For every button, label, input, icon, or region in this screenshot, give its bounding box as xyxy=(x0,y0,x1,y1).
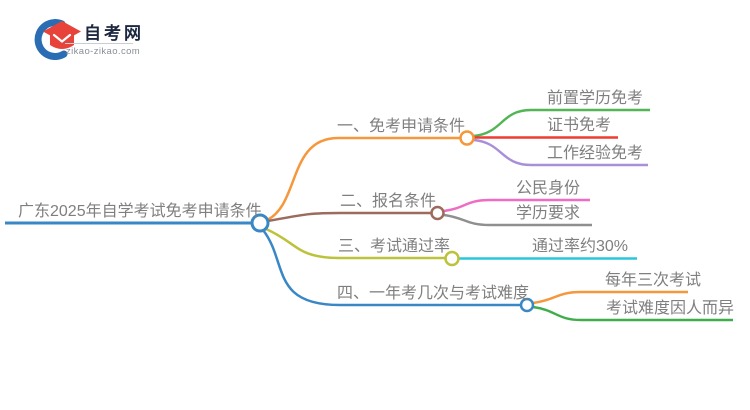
branch1-child2-label[interactable]: 证书免考 xyxy=(547,117,612,134)
branch4-line xyxy=(262,229,520,307)
graduation-cap-logo-icon xyxy=(34,19,81,60)
branch2-child2-label[interactable]: 学历要求 xyxy=(516,205,581,222)
branch4-child1-label[interactable]: 每年三次考试 xyxy=(605,272,702,289)
branch4-child2-line xyxy=(532,305,733,322)
branch1-child3-line xyxy=(473,138,648,167)
branch3-node-circle[interactable] xyxy=(444,250,460,267)
branch2-child1-label[interactable]: 公民身份 xyxy=(516,180,581,197)
branch4-child2-label[interactable]: 考试难度因人而异 xyxy=(606,300,735,317)
branch4-node-circle[interactable] xyxy=(519,297,535,313)
branch4-child1-line xyxy=(532,290,688,305)
site-logo[interactable]: 自考网 zikao-zikao.com xyxy=(28,12,158,62)
branch3-child1-label[interactable]: 通过率约30% xyxy=(532,238,629,255)
logo-title: 自考网 xyxy=(84,24,144,43)
branch1-child3-label[interactable]: 工作经验免考 xyxy=(547,145,644,162)
branch2-child1-line xyxy=(443,198,590,213)
branch1-label[interactable]: 一、免考申请条件 xyxy=(337,118,466,135)
branch2-line xyxy=(267,211,431,223)
branch1-node-circle[interactable] xyxy=(459,130,475,146)
branch1-child1-line xyxy=(473,108,650,138)
branch4-label[interactable]: 四、一年考几次与考试难度 xyxy=(337,285,530,302)
logo-divider xyxy=(65,43,133,44)
logo-domain: zikao-zikao.com xyxy=(66,46,141,57)
root-node-circle[interactable] xyxy=(250,213,270,233)
branch2-node-circle[interactable] xyxy=(430,205,445,221)
branch3-label[interactable]: 三、考试通过率 xyxy=(338,238,451,255)
branch1-child1-label[interactable]: 前置学历免考 xyxy=(547,90,644,107)
root-node-label[interactable]: 广东2025年自学考试免考申请条件 xyxy=(18,203,262,220)
branch2-child2-line xyxy=(443,213,592,227)
branch2-label[interactable]: 二、报名条件 xyxy=(340,193,437,210)
branch3-line xyxy=(265,227,445,260)
branch1-line xyxy=(266,136,460,222)
